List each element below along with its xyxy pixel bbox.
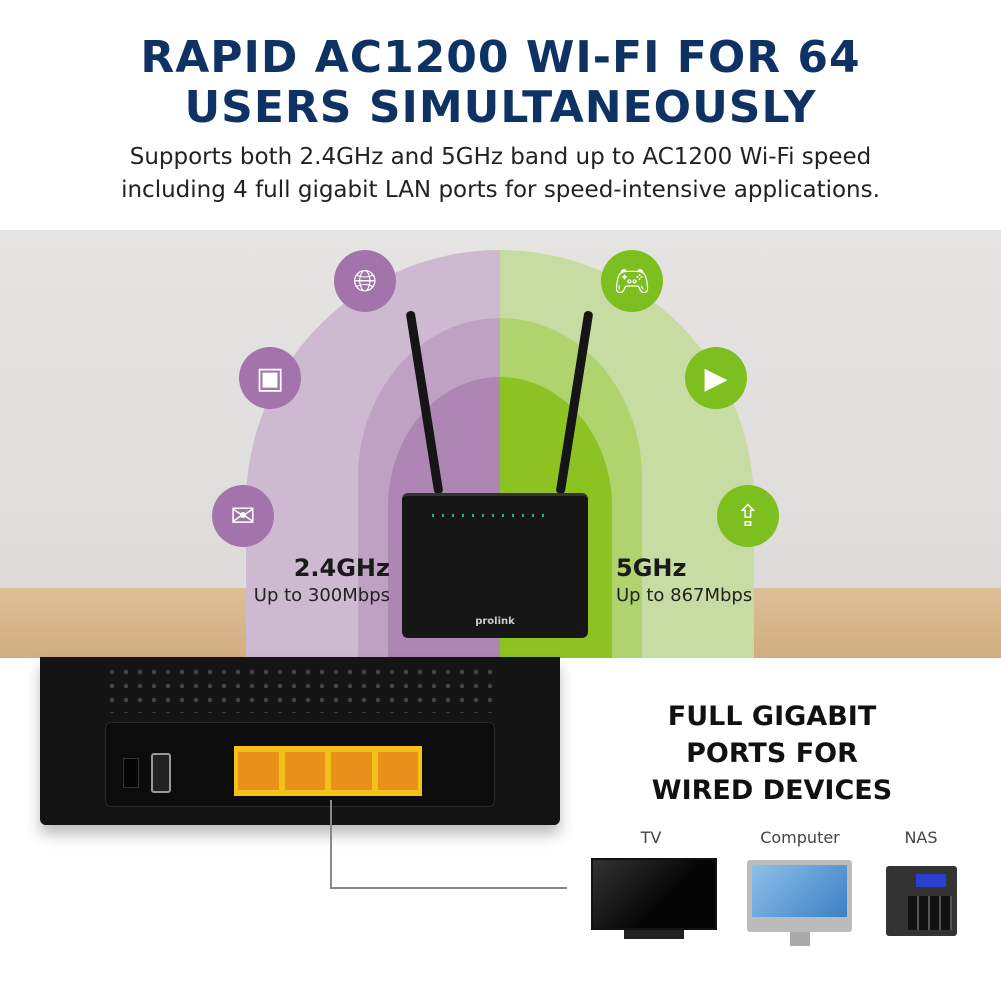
- tv-stand: [624, 930, 684, 939]
- cable-line: [330, 800, 567, 889]
- title-line-1: RAPID AC1200 WI-FI FOR 64: [140, 32, 861, 83]
- band-24-speed: Up to 300Mbps: [253, 585, 390, 606]
- subtitle-line-1: Supports both 2.4GHz and 5GHz band up to…: [129, 144, 872, 170]
- band-5-speed: Up to 867Mbps: [616, 585, 753, 606]
- router-back-panel: [40, 657, 560, 825]
- wired-heading-2: PORTS FOR: [686, 738, 858, 769]
- mail-icon: ✉: [212, 485, 274, 547]
- device-label-nas: NAS: [904, 828, 938, 847]
- router-front: prolink: [402, 493, 588, 638]
- globe-icon: 🌐︎: [334, 250, 396, 312]
- usb-port: [151, 753, 171, 793]
- lan-ports: [234, 746, 422, 796]
- computer-stand: [790, 932, 810, 946]
- band-24-label: 2.4GHz: [293, 554, 390, 582]
- subtitle-line-2: including 4 full gigabit LAN ports for s…: [121, 177, 880, 203]
- lan-port: [238, 752, 279, 790]
- lan-port: [284, 752, 325, 790]
- lan-port: [331, 752, 372, 790]
- nas-icon: [886, 866, 957, 936]
- tv-icon: [591, 858, 717, 930]
- pictures-icon: ▣: [239, 347, 301, 409]
- wired-heading-3: WIRED DEVICES: [651, 775, 893, 806]
- port-panel: [105, 722, 495, 807]
- wired-heading-1: FULL GIGABIT: [667, 701, 877, 732]
- status-leds: [432, 514, 552, 517]
- lan-port: [377, 752, 418, 790]
- band-5-label: 5GHz: [616, 554, 687, 582]
- power-jack: [123, 758, 139, 788]
- computer-icon: [747, 860, 852, 932]
- gamepad-icon: 🎮︎: [601, 250, 663, 312]
- title-line-2: USERS SIMULTANEOUSLY: [184, 82, 817, 133]
- router-photo-band: 🌐︎ ▣ ✉ 🎮︎ ▶ ⇪ prolink 2.4GHz Up to 300Mb…: [0, 230, 1001, 658]
- device-label-computer: Computer: [760, 828, 840, 847]
- device-label-tv: TV: [640, 828, 662, 847]
- folder-upload-icon: ⇪: [717, 485, 779, 547]
- brand-logo: prolink: [475, 616, 515, 627]
- video-icon: ▶: [685, 347, 747, 409]
- vent-holes: [105, 665, 495, 713]
